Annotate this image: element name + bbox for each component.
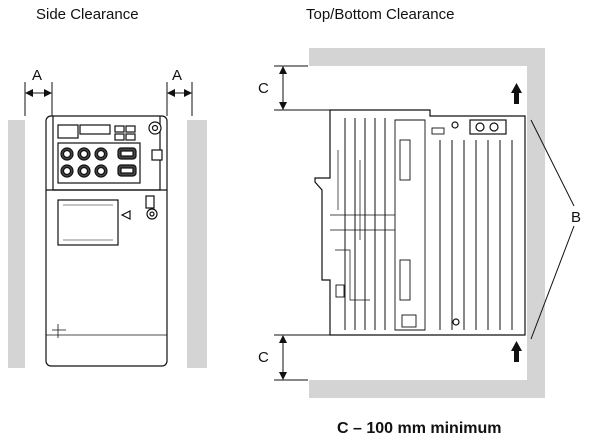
airflow-arrow-top (511, 83, 522, 104)
drive-side-view (314, 109, 526, 336)
side-clearance-title: Side Clearance (36, 6, 139, 23)
left-wall (8, 120, 25, 368)
label-b: B (571, 209, 581, 226)
label-a-left: A (32, 67, 42, 84)
label-c-top: C (258, 80, 269, 97)
top-wall (309, 48, 545, 66)
drive-front-view (45, 115, 168, 367)
bottom-wall (309, 380, 545, 398)
leader-line-b-top (530, 119, 575, 207)
top-bottom-clearance-view (274, 48, 575, 398)
leader-line-b-bottom (530, 225, 575, 340)
side-clearance-view (8, 82, 207, 368)
airflow-arrow-bottom (511, 341, 522, 362)
clearance-note: C – 100 mm minimum (337, 420, 502, 437)
right-wall-top-view (527, 48, 545, 380)
label-a-right: A (172, 67, 182, 84)
right-wall (187, 120, 207, 368)
label-c-bottom: C (258, 349, 269, 366)
top-bottom-clearance-title: Top/Bottom Clearance (306, 6, 455, 23)
